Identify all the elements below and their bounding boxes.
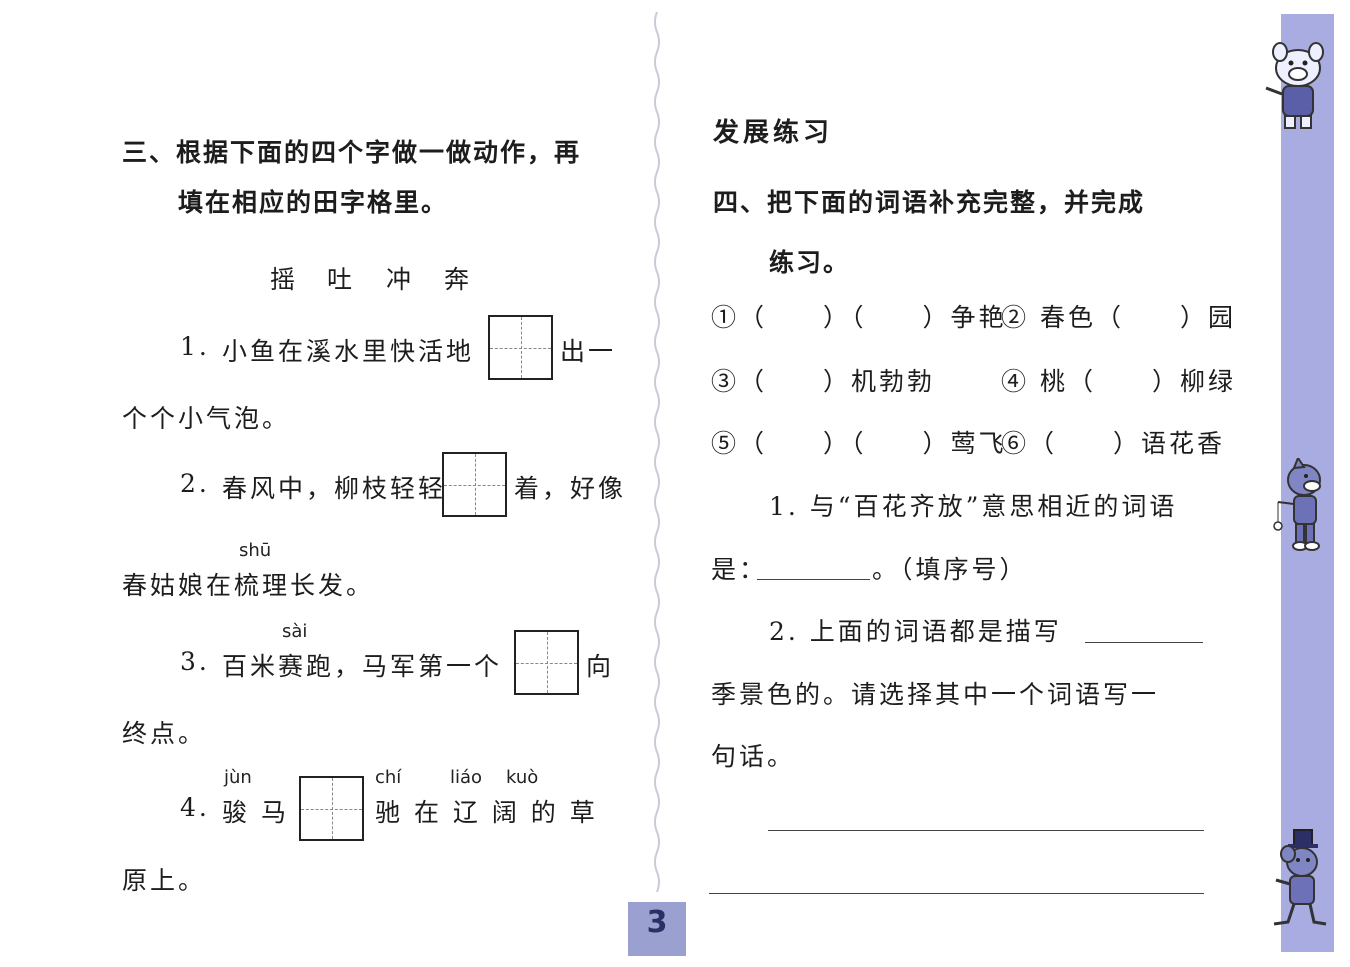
idiom-item-4: ④ 桃（ ）柳绿 <box>1001 367 1236 396</box>
s2-text-after: 着，好像 <box>514 474 627 503</box>
section-title: 发展练习 <box>713 118 834 148</box>
s4-tianzige-box[interactable] <box>299 776 364 841</box>
s3-tianzige-box[interactable] <box>514 630 579 695</box>
s4-pinyin-kuo: kuò <box>506 767 539 788</box>
s2-number: 2. <box>180 469 210 498</box>
s3-text-before: 百米赛跑，马军第一个 <box>222 652 503 681</box>
page-number: 3 <box>646 905 668 940</box>
s1-text-before: 小鱼在溪水里快活地 <box>222 337 475 366</box>
q2-line3: 句话。 <box>711 742 796 771</box>
s4-continuation: 原上。 <box>122 866 207 895</box>
idiom-item-3: ③（ ）机勃勃 <box>711 367 936 396</box>
q1-answer-blank[interactable] <box>757 579 870 580</box>
q2-season-blank[interactable] <box>1085 642 1203 643</box>
q1-line2-after: 。（填序号） <box>872 555 1028 584</box>
idiom-item-2: ② 春色（ ）园 <box>1001 303 1236 332</box>
s3-pinyin-sai: sài <box>282 621 308 642</box>
s4-text-after: 驰 在 辽 阔 的 草 <box>375 798 598 827</box>
s1-continuation: 个个小气泡。 <box>122 404 291 433</box>
s1-text-after: 出一 <box>560 337 617 366</box>
s4-pinyin-jun: jùn <box>224 767 252 788</box>
q4-title-line1: 四、把下面的词语补充完整，并完成 <box>713 188 1146 217</box>
s4-pinyin-liao: liáo <box>450 767 483 788</box>
idiom-item-5: ⑤（ ）（ ）莺飞 <box>711 429 1007 458</box>
s2-continuation: 春姑娘在梳理长发。 <box>122 571 375 600</box>
idiom-item-6: ⑥（ ）语花香 <box>1001 429 1226 458</box>
idiom-item-1: ①（ ）（ ）争艳 <box>711 303 1007 332</box>
s3-number: 3. <box>180 647 210 676</box>
q1-line1: 1. 与“百花齐放”意思相近的词语 <box>769 492 1178 521</box>
s4-text-before: 骏 马 <box>222 798 289 827</box>
s3-text-after: 向 <box>586 652 615 681</box>
q1-line2-before: 是： <box>711 555 768 584</box>
cartoon-wolf-icon <box>1273 458 1321 551</box>
s4-number: 4. <box>180 793 210 822</box>
q2-line2: 季景色的。请选择其中一个词语写一 <box>711 680 1160 709</box>
word-choice-1: 摇 <box>270 265 299 294</box>
s2-text-before: 春风中，柳枝轻轻 <box>222 474 447 503</box>
q2-line1: 2. 上面的词语都是描写 <box>769 617 1062 646</box>
cartoon-pig-icon <box>1265 42 1324 129</box>
s1-tianzige-box[interactable] <box>488 315 553 380</box>
page-number-tab <box>628 902 686 956</box>
s4-pinyin-chi: chí <box>375 767 402 788</box>
s2-tianzige-box[interactable] <box>442 452 507 517</box>
q3-title-line2: 填在相应的田字格里。 <box>178 188 449 217</box>
s1-number: 1. <box>180 332 210 361</box>
s3-continuation: 终点。 <box>122 719 207 748</box>
cartoon-mouse-icon <box>1273 829 1327 926</box>
writing-line-2[interactable] <box>709 893 1204 894</box>
word-choice-4: 奔 <box>444 265 473 294</box>
word-choice-3: 冲 <box>386 265 415 294</box>
q3-title-line1: 三、根据下面的四个字做一做动作，再 <box>122 138 582 167</box>
page-fold-line <box>654 12 660 892</box>
writing-line-1[interactable] <box>768 830 1204 831</box>
word-choice-2: 吐 <box>327 265 356 294</box>
s2-pinyin-shu: shū <box>239 540 272 561</box>
q4-title-line2: 练习。 <box>769 248 851 277</box>
